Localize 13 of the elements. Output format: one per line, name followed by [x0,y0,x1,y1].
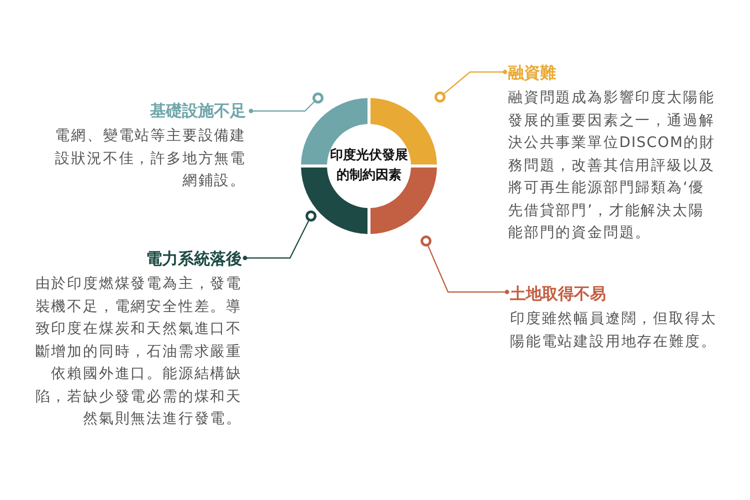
leader-line [248,92,324,114]
factor-description: 融資問題成為影響印度太陽能發展的重要因素之一，通過解決公共事業單位DISCOM的財務問題，改善其信用評級以及將可再生能源部門歸類為‘優先借貸部門’，才能解決太陽能部門的資金問題。 [508,88,716,243]
factor-description: 印度雖然幅員遼闊，但取得太陽能電站建設用地存在難度。 [510,310,718,352]
factor-heading: 土地取得不易 [510,283,607,305]
leader-line [434,70,508,102]
leader-line [420,236,510,294]
factor-description: 電網、變電站等主要設備建設狀況不佳，許多地方無電網鋪設。 [54,126,246,191]
factor-description: 由於印度燃煤發電為主，發電裝機不足，電網安全性差。導致印度在煤炭和天然氣進口不斷增加的同時，石油需求嚴重依賴國外進口。能源結構缺陷，若缺少發電必需的煤和天然氣則無法進行發電。 [34,274,242,429]
factor-heading: 融資難 [508,62,557,84]
leader-line [242,210,316,260]
donut-title: 印度光伏發展的制約因素 [329,146,409,185]
factor-heading: 基礎設施不足 [149,100,246,122]
factor-heading: 電力系統落後 [145,248,242,270]
